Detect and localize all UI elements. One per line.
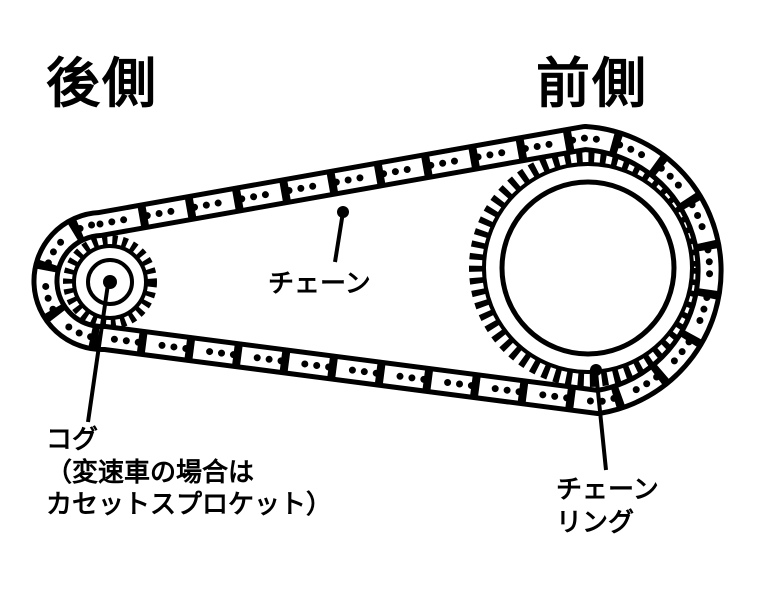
- leader-lines: [86, 211, 608, 471]
- chainring-pointer-dot: [590, 364, 602, 376]
- chain-pointer-dot: [337, 206, 349, 218]
- cog-label-line2: （変速車の場合は: [46, 457, 255, 488]
- chain: [31, 124, 724, 416]
- cog-teeth: [63, 235, 157, 329]
- cog-label: コグ （変速車の場合は カセットスプロケット）: [46, 424, 332, 522]
- chainring-label-line1: チェーン: [556, 475, 659, 505]
- chain-label: チェーン: [268, 269, 371, 299]
- cog-axle: [103, 275, 117, 289]
- chainring-label: チェーン リング: [556, 474, 659, 539]
- cog-label-line3: カセットスプロケット）: [46, 490, 333, 520]
- rear-label: 後側: [46, 52, 158, 115]
- front-label: 前側: [536, 52, 648, 115]
- chainring-label-line2: リング: [556, 507, 635, 538]
- chainring-inner: [499, 179, 677, 357]
- cog-label-line1: コグ: [46, 425, 99, 455]
